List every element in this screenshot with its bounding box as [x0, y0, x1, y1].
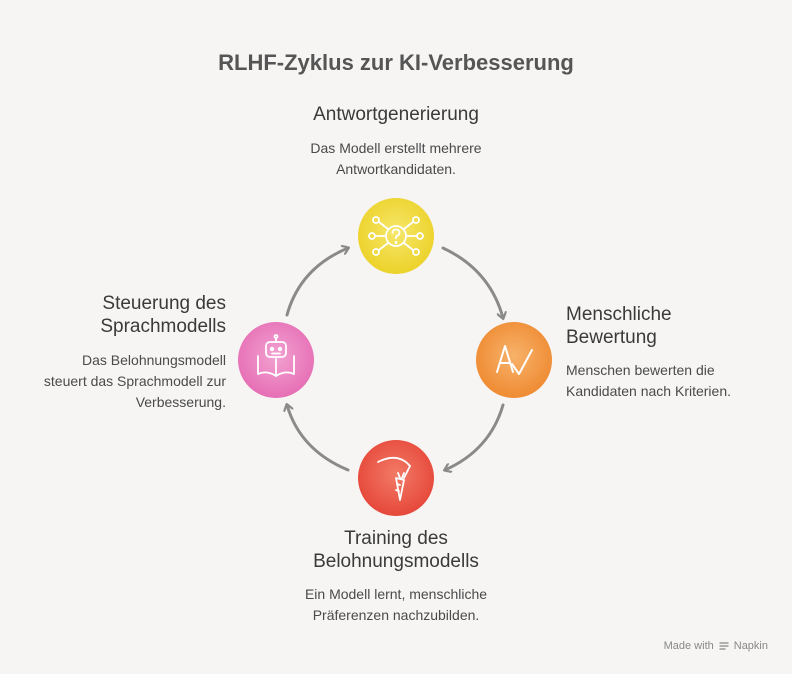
stage-bottom-title-line: Training des: [344, 528, 448, 549]
carrot-on-stick-icon: [377, 456, 411, 501]
stage-bottom-desc: Ein Modell lernt, menschliche Präferenze…: [246, 584, 546, 626]
stage-top-title: Antwortgenerierung: [313, 104, 479, 125]
stage-right-title-line: Menschliche: [566, 304, 672, 325]
stage-left-title-line: Steuerung des: [102, 293, 226, 314]
stage-right-title-line: Bewertung: [566, 326, 657, 348]
node-antwortgenerierung: [358, 198, 434, 274]
stage-bottom-desc-line: Präferenzen nachzubilden.: [312, 607, 480, 623]
node-steuerung-sprachmodell: [238, 322, 314, 398]
stage-right-title: Menschliche Bewertung: [566, 304, 776, 350]
napkin-brand-label: Napkin: [733, 640, 768, 652]
stage-top-desc-line: Antwortkandidaten.: [336, 161, 456, 177]
arrow-top-to-right: [441, 246, 503, 318]
stage-right-desc: Menschen bewerten die Kandidaten nach Kr…: [566, 360, 776, 402]
arrow-left-to-top: [285, 248, 348, 317]
page-title: RLHF-Zyklus zur KI-Verbesserung: [218, 50, 574, 75]
arrow-right-to-bottom: [445, 403, 505, 470]
question-network-icon: [368, 216, 424, 256]
stage-left-desc-line: steuert das Sprachmodell zur: [43, 373, 226, 389]
napkin-logo-icon: [719, 642, 729, 650]
stage-right-desc-line: Menschen bewerten die: [566, 362, 715, 378]
stage-left-title-line: Sprachmodells: [100, 315, 226, 337]
stage-top-desc: Das Modell erstellt mehrere Antwortkandi…: [246, 138, 546, 180]
node-training-belohnungsmodell: [358, 440, 434, 516]
stage-bottom-title-line: Belohnungsmodells: [313, 550, 479, 572]
arrow-bottom-to-left: [287, 405, 350, 472]
stage-right-desc-line: Kandidaten nach Kriterien.: [566, 383, 731, 399]
made-with-napkin-badge[interactable]: Made with Napkin: [664, 640, 768, 652]
made-with-label: Made with: [663, 640, 714, 652]
node-menschliche-bewertung: [476, 322, 552, 398]
stage-bottom-title: Training des Belohnungsmodells: [246, 528, 546, 574]
stage-top-desc-line: Das Modell erstellt mehrere: [310, 140, 482, 156]
grading-icon: [496, 345, 533, 375]
stage-left-title: Steuerung des Sprachmodells: [16, 293, 226, 339]
stage-left-desc: Das Belohnungsmodell steuert das Sprachm…: [16, 350, 226, 413]
robot-book-icon: [257, 334, 295, 377]
stage-left-desc-line: Das Belohnungsmodell: [82, 352, 226, 368]
stage-bottom-desc-line: Ein Modell lernt, menschliche: [304, 586, 488, 602]
stage-left-desc-line: Verbesserung.: [135, 394, 226, 410]
